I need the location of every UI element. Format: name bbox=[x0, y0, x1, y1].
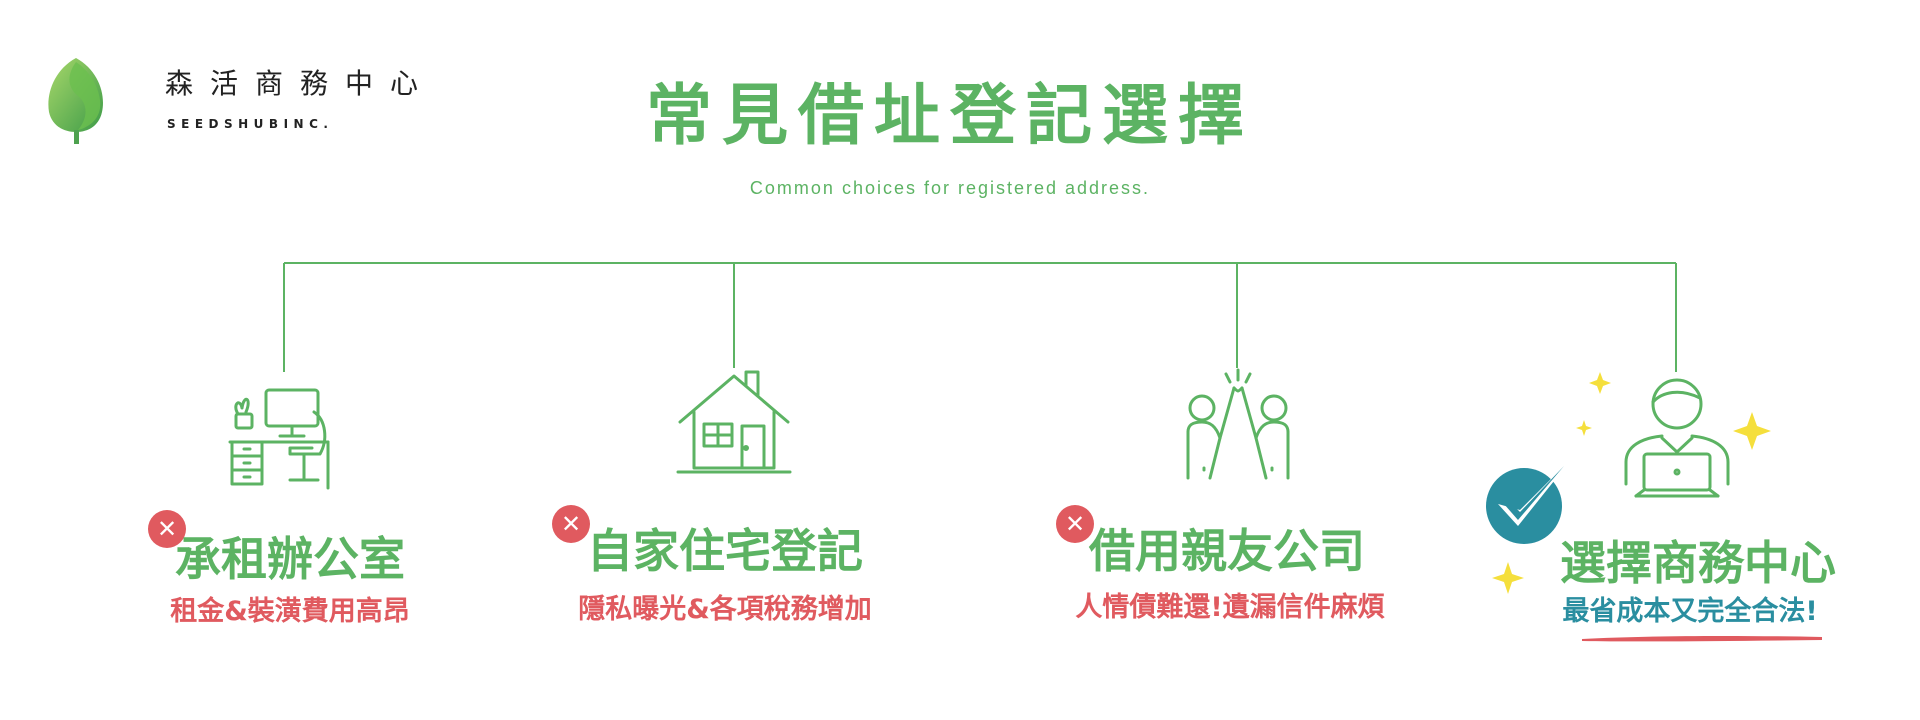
high-five-icon bbox=[1186, 368, 1290, 480]
brand-name-en: SEEDSHUBINC. bbox=[167, 117, 334, 131]
page-title: 常見借址登記選擇 bbox=[646, 77, 1254, 154]
option-home-desc: 隱私曝光&各項稅務增加 bbox=[578, 594, 872, 625]
option-friend-title: 借用親友公司 bbox=[1089, 524, 1365, 578]
check-badge-icon bbox=[1486, 456, 1574, 544]
logo-leaf-icon bbox=[48, 58, 103, 144]
sparkle-icons bbox=[1576, 372, 1771, 450]
option-office-title: 承租辦公室 bbox=[175, 532, 405, 586]
page-subtitle: Common choices for registered address. bbox=[749, 178, 1151, 198]
option-office-desc: 租金&裝潢費用高昂 bbox=[170, 596, 410, 627]
reject-badge: ✕ bbox=[148, 510, 186, 548]
option-center-title: 選擇商務中心 bbox=[1560, 536, 1836, 590]
person-laptop-icon bbox=[1624, 378, 1730, 498]
sparkle-icon bbox=[1492, 562, 1524, 594]
option-friend-desc: 人情債難還!遺漏信件麻煩 bbox=[1075, 592, 1385, 623]
house-icon bbox=[676, 370, 792, 474]
office-desk-icon bbox=[228, 388, 330, 490]
reject-badge: ✕ bbox=[552, 505, 590, 543]
option-home-title: 自家住宅登記 bbox=[587, 524, 863, 578]
reject-badge: ✕ bbox=[1056, 505, 1094, 543]
option-center-desc: 最省成本又完全合法! bbox=[1562, 596, 1818, 627]
brand-name-zh: 森活商務中心 bbox=[165, 67, 436, 100]
brush-underline bbox=[1582, 635, 1822, 642]
